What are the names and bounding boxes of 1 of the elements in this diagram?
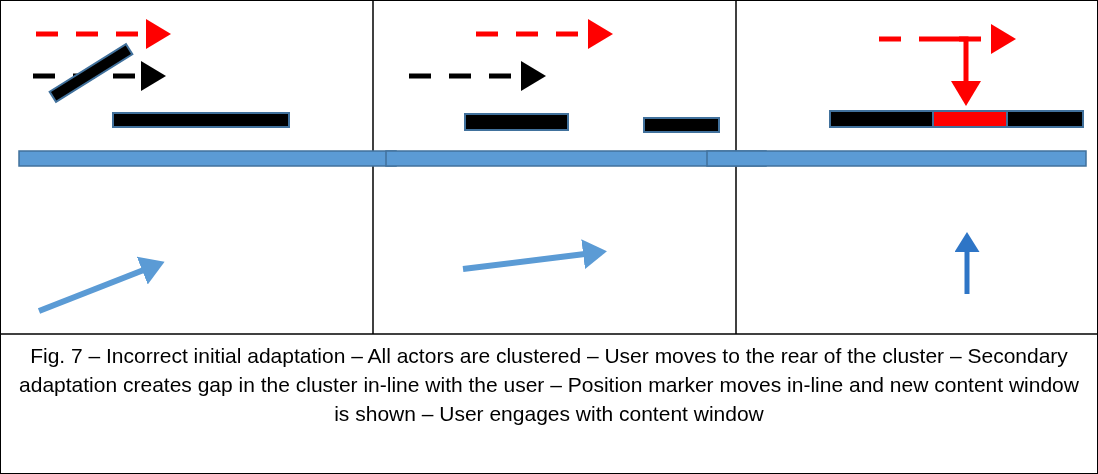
caption: Fig. 7 – Incorrect initial adaptation – All actors are clustered – User moves to the rear of the cluster – Secondary adaptation creates gap in the cluster in-line with the user – Position marker moves in-line and new content window is shown – User engages with content window [18, 343, 1080, 427]
